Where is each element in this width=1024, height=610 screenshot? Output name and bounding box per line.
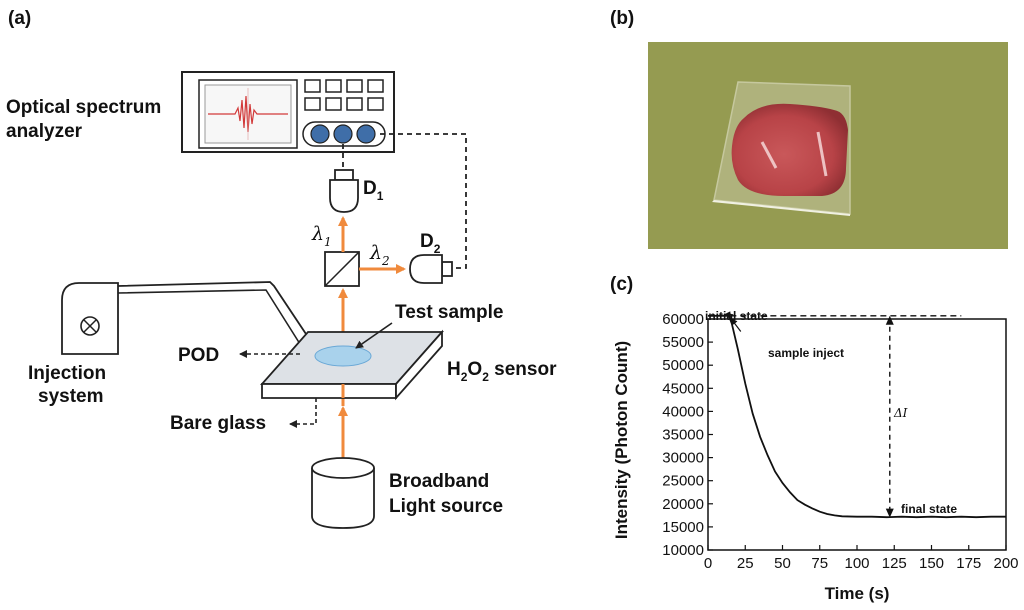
bare-glass-label: Bare glass — [170, 413, 266, 434]
y-tick-label: 55000 — [662, 334, 704, 351]
y-tick-label: 30000 — [662, 450, 704, 467]
x-tick-label: 50 — [774, 555, 791, 572]
y-tick-label: 60000 — [662, 311, 704, 328]
osa-port-3 — [356, 124, 376, 144]
glass-slide-edge — [712, 200, 850, 216]
slab-side — [395, 329, 443, 401]
y-tick-label: 25000 — [662, 473, 704, 490]
panel-c-label: (c) — [610, 274, 633, 295]
test-sample-spot — [314, 345, 372, 367]
liquid-highlight-1 — [760, 141, 778, 169]
liquid-highlight-2 — [816, 131, 828, 177]
cable-d2 — [380, 133, 467, 269]
test-sample-label: Test sample — [395, 302, 503, 323]
lambda1-label: λ1 — [311, 223, 332, 249]
injection-system — [61, 281, 313, 355]
osa-label-1: Optical spectrum — [6, 97, 161, 118]
x-tick-label: 175 — [956, 555, 981, 572]
injection-tube-outer — [117, 281, 311, 341]
injection-tube-inner — [117, 289, 301, 345]
delta-i-arrowhead-top — [885, 315, 894, 325]
bare-glass-pointer — [289, 398, 317, 428]
plot-area — [708, 311, 1006, 519]
y-tick-label: 15000 — [662, 519, 704, 536]
d2-label: D2 — [420, 231, 441, 256]
plot-frame — [707, 318, 1007, 551]
injection-label-2: system — [38, 386, 104, 407]
panel-a-label: (a) — [8, 8, 31, 29]
x-tick-label: 200 — [993, 555, 1018, 572]
osa-keypad — [304, 79, 384, 111]
x-tick-label: 100 — [844, 555, 869, 572]
beam-splitter — [324, 251, 360, 287]
spectrum-trace — [208, 95, 288, 133]
broadband-label-2: Light source — [389, 496, 503, 517]
osa-label-2: analyzer — [6, 121, 83, 142]
final-state-label: final state — [901, 502, 957, 516]
axis-ticks: 0 25 50 75 100 125 150 175 200 10000 15000 20000 250… — [662, 311, 1018, 572]
y-tick-label: 35000 — [662, 427, 704, 444]
x-axis-label: Time (s) — [825, 584, 890, 603]
broadband-label-1: Broadband — [389, 471, 489, 492]
h2o2-label: H2O2 sensor — [447, 359, 557, 384]
x-tick-label: 0 — [704, 555, 712, 572]
lambda2-label: λ2 — [369, 242, 390, 268]
y-tick-label: 20000 — [662, 496, 704, 513]
x-tick-label: 75 — [811, 555, 828, 572]
h2o2-sensor-slab — [260, 329, 444, 401]
panel-a: (a) Optical spectrum analyz — [6, 8, 557, 529]
y-tick-label: 45000 — [662, 380, 704, 397]
y-tick-label: 10000 — [662, 542, 704, 559]
injection-label-1: Injection — [28, 363, 106, 384]
y-tick-label: 40000 — [662, 403, 704, 420]
sample-inject-label: sample inject — [768, 346, 844, 360]
y-axis-label: Intensity (Photon Count) — [612, 341, 631, 539]
optical-spectrum-analyzer — [181, 71, 395, 153]
osa-port-2 — [333, 124, 353, 144]
sample-inject-pointer — [730, 317, 742, 332]
y-tick-label: 50000 — [662, 357, 704, 374]
delta-i-arrowhead-bottom — [885, 508, 894, 518]
panel-b: (b) — [610, 8, 1008, 249]
d1-label: D1 — [363, 178, 384, 203]
x-tick-label: 125 — [882, 555, 907, 572]
initial-state-label: initial state — [705, 309, 768, 323]
test-sample-pointer — [355, 322, 393, 349]
broadband-light-source — [311, 457, 375, 529]
x-tick-label: 25 — [737, 555, 754, 572]
red-liquid-drop — [731, 103, 848, 196]
slab-front — [261, 383, 397, 399]
detector-d2 — [409, 254, 453, 284]
intensity-series-line — [708, 314, 1006, 519]
osa-port-1 — [310, 124, 330, 144]
x-tick-label: 150 — [919, 555, 944, 572]
panel-c: (c) 0 25 50 75 100 125 150 175 200 10000 15000 2000… — [610, 274, 1019, 603]
panel-b-label: (b) — [610, 8, 634, 29]
delta-i-label: ΔI — [893, 406, 908, 420]
detector-d1 — [329, 169, 359, 213]
pod-label: POD — [178, 345, 219, 366]
